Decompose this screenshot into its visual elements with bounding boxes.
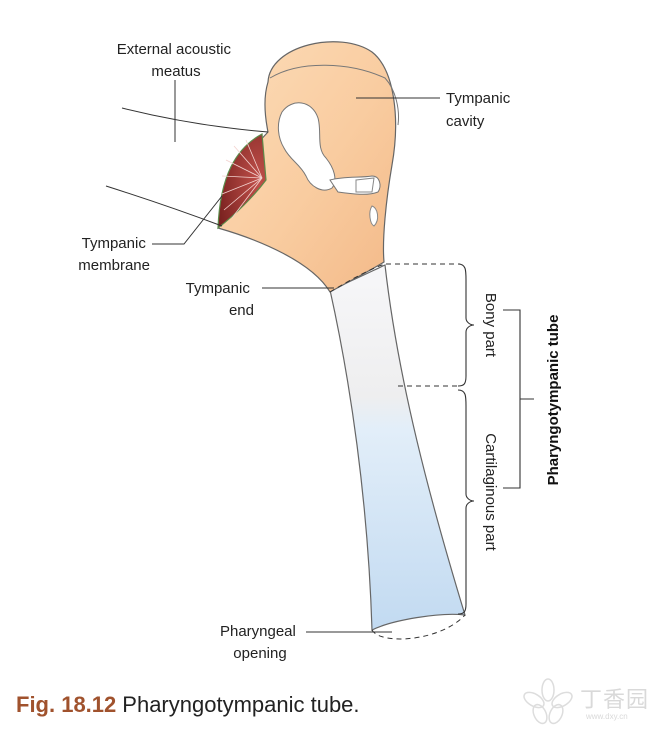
pharyngeal-opening-label: Pharyngeal opening (220, 623, 300, 662)
flower-logo-icon (523, 678, 573, 725)
tympanic-cavity-label: Tympanic cavity (446, 90, 514, 130)
bony-part-label: Bony part (482, 293, 499, 358)
pharyngotympanic-tube-bracket (503, 309, 534, 489)
watermark: 丁香园 www.dxy.cn (520, 676, 660, 732)
figure-number: Fig. 18.12 (16, 692, 117, 717)
cavity-roof-line (269, 64, 399, 126)
cartilaginous-part-label: Cartilaginous part (482, 433, 499, 551)
ossicle-recess (277, 102, 336, 191)
external-acoustic-meatus-label: External acoustic meatus (117, 41, 235, 80)
tympanic-membrane-label: Tympanic membrane (78, 235, 150, 274)
ossicle-stapes (355, 177, 375, 193)
ear-canal-line (105, 185, 223, 227)
watermark-url: www.dxy.cn (586, 712, 628, 721)
pharyngotympanic-tube-label: Pharyngotympanic tube (545, 315, 562, 486)
figure-caption-text: Pharyngotympanic tube. (122, 692, 360, 717)
tube-shape (329, 264, 466, 631)
tympanic-end-outline (329, 263, 386, 293)
tympanic-membrane-leader (152, 195, 223, 245)
bony-part-brace (457, 263, 475, 387)
ossicle-footplate (369, 205, 379, 227)
external-acoustic-meatus-leader (121, 80, 269, 142)
cartilaginous-part-brace (457, 389, 475, 615)
ossicle-chain (329, 175, 381, 195)
watermark-text: 丁香园 (580, 687, 650, 712)
tympanic-end-label: Tympanic end (186, 280, 254, 319)
tympanic-membrane-rays (221, 139, 263, 219)
